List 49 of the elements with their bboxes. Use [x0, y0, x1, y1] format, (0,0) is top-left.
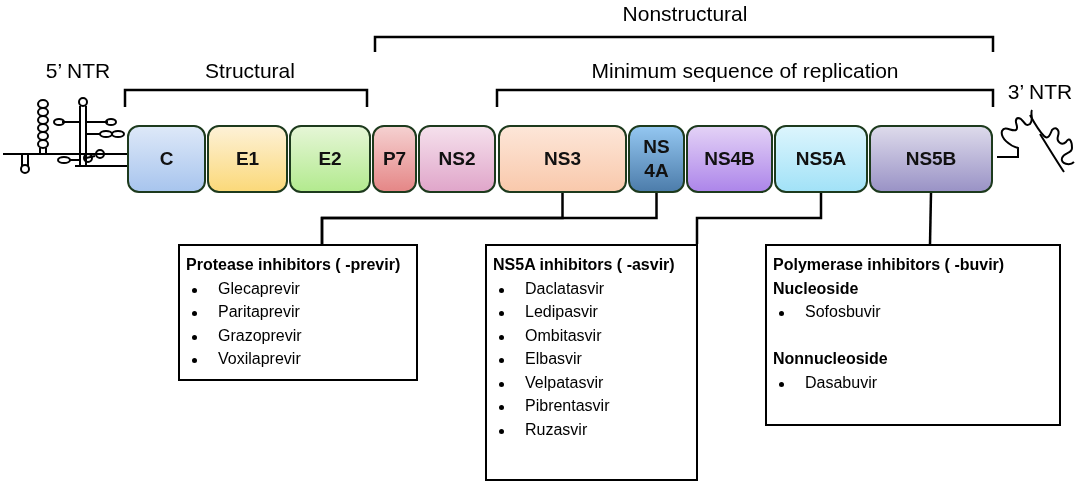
list-heading: Nonnucleoside	[773, 349, 889, 369]
drug-name: Ruzasvir	[493, 417, 690, 441]
protein-segment	[498, 125, 627, 193]
drug-name: Voxilaprevir	[186, 347, 410, 371]
region-label: Nonstructural	[622, 2, 748, 26]
list-heading: Nucleoside	[773, 278, 860, 299]
drug-name: Ledipasvir	[493, 300, 690, 324]
region-label: 5’ NTR	[45, 59, 111, 83]
segment-label: NS2	[438, 147, 476, 171]
segment-label: P7	[382, 147, 407, 171]
list-heading: NS5A inhibitors ( -asvir)	[493, 255, 676, 275]
region-label: Structural	[205, 59, 295, 83]
segment-label: NS5A	[795, 147, 847, 171]
protein-segment	[686, 125, 773, 193]
segment-label: NS5B	[905, 147, 957, 171]
drug-name: Paritaprevir	[186, 300, 410, 324]
drug-name: Daclatasvir	[493, 276, 690, 300]
region-label: 3’ NTR	[1007, 80, 1073, 104]
drug-list-box	[178, 244, 418, 381]
protein-segment	[774, 125, 868, 193]
protein-segment	[127, 125, 206, 193]
connector-line	[695, 193, 823, 244]
connector-line	[928, 192, 933, 245]
connector-line	[320, 193, 658, 244]
list-heading: Protease inhibitors ( -previr)	[186, 255, 402, 275]
segment-label: E1	[235, 147, 260, 171]
segment-label: NS 4A	[642, 135, 671, 183]
protein-segment	[869, 125, 993, 193]
drug-name: Glecaprevir	[186, 276, 410, 300]
drug-list-box	[765, 244, 1061, 426]
protein-segment	[207, 125, 288, 193]
protein-segment	[289, 125, 371, 193]
segment-label: C	[159, 147, 174, 171]
segment-label: NS3	[544, 147, 581, 171]
segment-label: E2	[318, 147, 342, 171]
protein-segment	[628, 125, 685, 193]
drug-name: Pibrentasvir	[493, 394, 690, 418]
list-heading: Polymerase inhibitors ( -buvir)	[773, 255, 1006, 275]
drug-name: Grazoprevir	[186, 323, 410, 347]
drug-name: Sofosbuvir	[773, 300, 1053, 324]
drug-name: Elbasvir	[493, 347, 690, 371]
region-label: Minimum sequence of replication	[591, 59, 899, 83]
drug-list-box	[485, 244, 698, 481]
drug-name: Velpatasvir	[493, 370, 690, 394]
drug-name: Ombitasvir	[493, 323, 690, 347]
segment-label: NS4B	[704, 147, 755, 171]
protein-segment	[418, 125, 496, 193]
protein-segment	[372, 125, 417, 193]
drug-name: Dasabuvir	[773, 370, 1053, 394]
